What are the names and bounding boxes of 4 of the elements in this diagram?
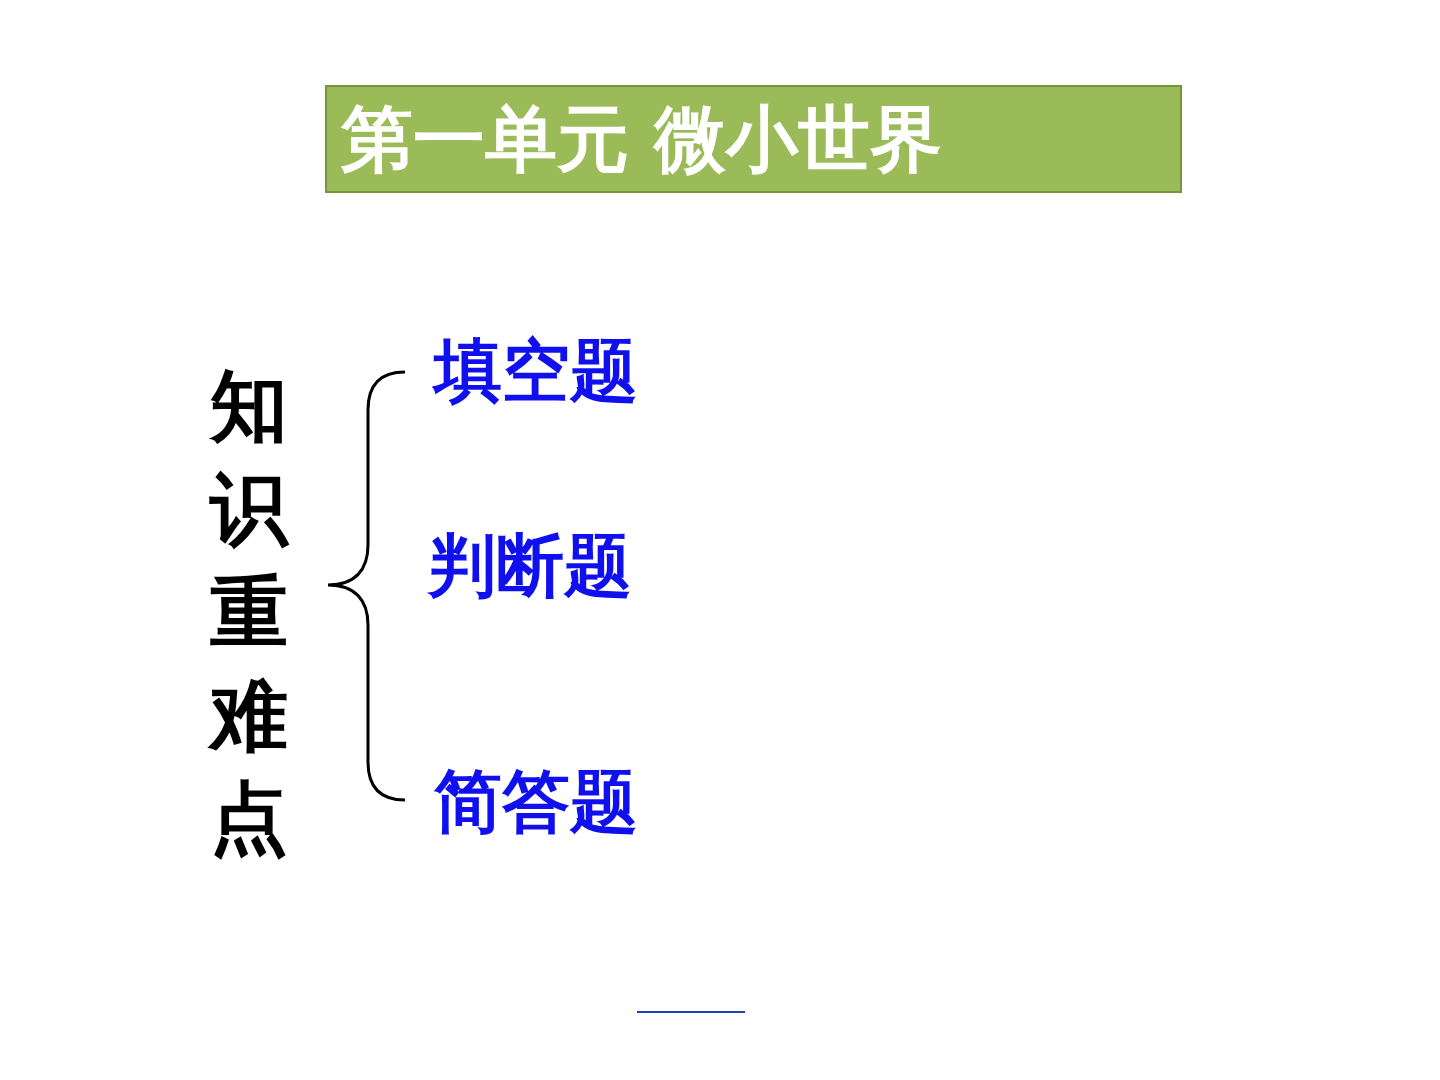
category-label: 判断题 (428, 532, 632, 600)
category-label: 简答题 (434, 768, 638, 836)
category-label: 填空题 (434, 337, 638, 405)
title-banner: 第一单元 微小世界 (325, 85, 1182, 193)
